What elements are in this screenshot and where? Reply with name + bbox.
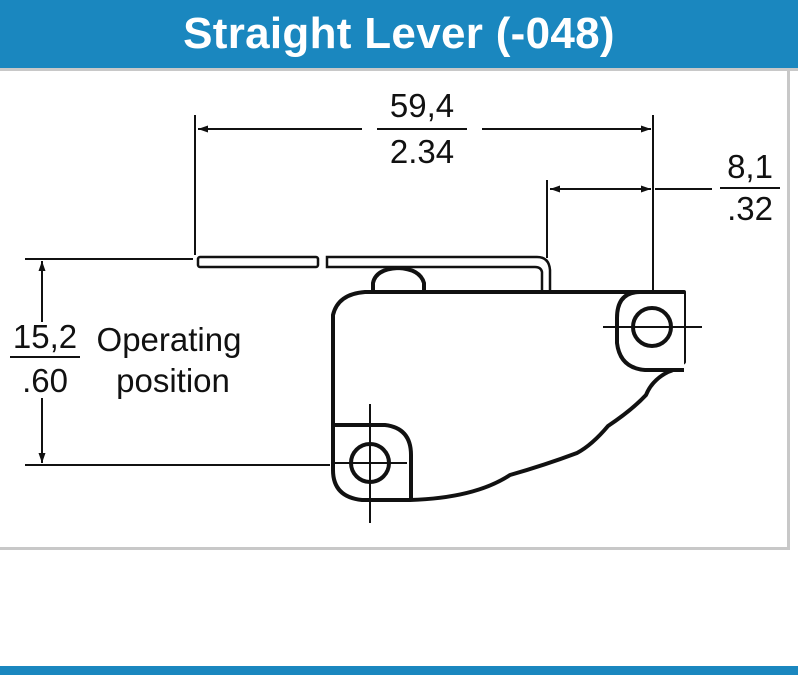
right-divider xyxy=(787,71,790,549)
bottom-divider xyxy=(0,547,790,550)
operating-label-line2: position xyxy=(116,362,230,399)
dim-overhang-imperial: .32 xyxy=(727,190,773,227)
lever-segment-right xyxy=(325,255,552,294)
dim-height-imperial: .60 xyxy=(22,362,68,399)
dim-height-metric: 15,2 xyxy=(13,318,77,355)
page-title: Straight Lever (-048) xyxy=(183,9,615,58)
footer-bar xyxy=(0,666,798,675)
lever-segment-left xyxy=(196,255,320,269)
top-divider xyxy=(0,68,798,71)
actuator-button xyxy=(371,266,426,294)
dim-overhang-metric: 8,1 xyxy=(727,148,773,185)
housing-outline xyxy=(331,290,686,502)
dim-length-metric: 59,4 xyxy=(390,87,454,124)
header-bar: Straight Lever (-048) xyxy=(0,0,798,68)
dim-length-imperial: 2.34 xyxy=(390,133,454,170)
operating-label-line1: Operating xyxy=(97,321,242,358)
